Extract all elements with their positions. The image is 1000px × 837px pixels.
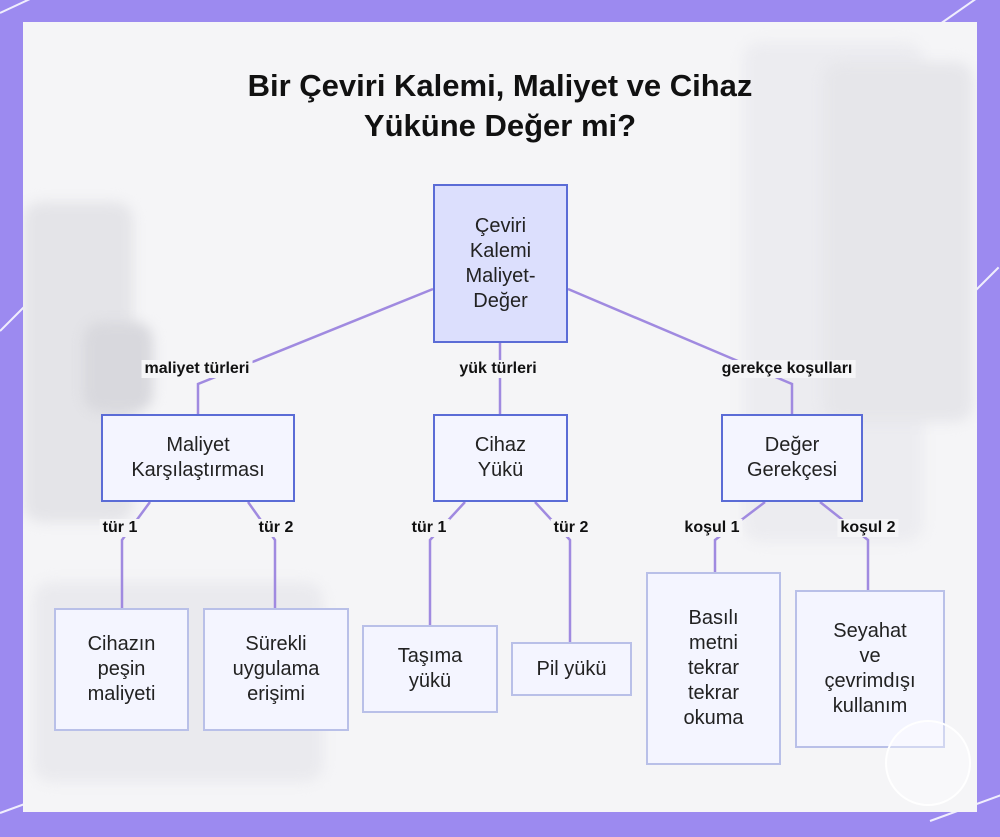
title-line-1: Bir Çeviri Kalemi, Maliyet ve Cihaz [247,68,753,103]
node-line: tekrar [687,657,740,679]
root-line: Maliyet- [465,264,536,287]
edge-value-2 [819,501,870,590]
battery-load-node: Pil yükü [511,642,632,696]
edge-cost-1 [120,501,152,608]
device-load-node: Cihaz Yükü [433,414,568,502]
node-line: Taşıma [397,645,463,667]
edge-load-2 [534,501,572,642]
node-line: kullanım [832,695,908,717]
watermark-logo-icon [885,720,971,806]
edge-label-value-conditions: gerekçe koşulları [718,360,856,378]
background-blur [83,322,153,412]
root-line: Çeviri [474,214,527,237]
node-line: Karşılaştırması [131,459,265,481]
node-line: metni [689,632,738,654]
edge-label-cost-types: maliyet türleri [141,360,253,378]
node-line: Maliyet [166,434,230,456]
travel-offline-use-node: Seyahat ve çevrimdışı kullanım [795,590,945,748]
title-line-2: Yüküne Değer mi? [363,108,637,143]
edge-label-load-type-1: tür 1 [408,519,450,537]
node-line: uygulama [232,658,320,680]
edge-load-1 [428,501,466,625]
reread-printed-text-node: Basılı metni tekrar tekrar okuma [646,572,781,765]
node-line: Gerekçesi [746,459,838,481]
node-line: peşin [97,658,146,680]
edge-label-value-cond-1: koşul 1 [681,519,743,537]
edge-value-1 [713,501,766,572]
node-line: erişimi [247,683,305,705]
node-line: okuma [683,707,744,729]
edge-cost-2 [246,501,277,608]
edge-label-cost-type-2: tür 2 [255,519,297,537]
cost-comparison-node: Maliyet Karşılaştırması [101,414,295,502]
node-line: Sürekli [245,633,307,655]
edge-label-cost-type-1: tür 1 [99,519,141,537]
node-line: Değer [764,434,820,456]
node-line: çevrimdışı [824,670,916,692]
upfront-device-cost-node: Cihazın peşin maliyeti [54,608,189,731]
root-line: Değer [473,289,528,312]
root-node: Çeviri Kalemi Maliyet- Değer [433,184,568,343]
root-line: Kalemi [469,239,532,262]
value-justification-node: Değer Gerekçesi [721,414,863,502]
node-line: tekrar [687,682,740,704]
node-line: Basılı [688,607,739,629]
node-line: yükü [408,670,452,692]
node-line: Cihazın [87,633,156,655]
ongoing-app-access-node: Sürekli uygulama erişimi [203,608,349,731]
node-line: Cihaz [474,434,527,456]
carry-load-node: Taşıma yükü [362,625,498,713]
edge-label-value-cond-2: koşul 2 [837,519,899,537]
edge-root-value [567,287,794,414]
node-line: Pil yükü [536,657,607,680]
edge-root-cost [196,287,434,414]
edge-label-load-types: yük türleri [456,360,540,378]
node-line: maliyeti [87,683,156,705]
node-line: Yükü [477,459,524,481]
node-line: ve [859,645,881,667]
edge-label-load-type-2: tür 2 [550,519,592,537]
node-line: Seyahat [833,620,907,642]
diagram-title: Bir Çeviri Kalemi, Maliyet ve Cihaz Yükü… [0,66,1000,146]
